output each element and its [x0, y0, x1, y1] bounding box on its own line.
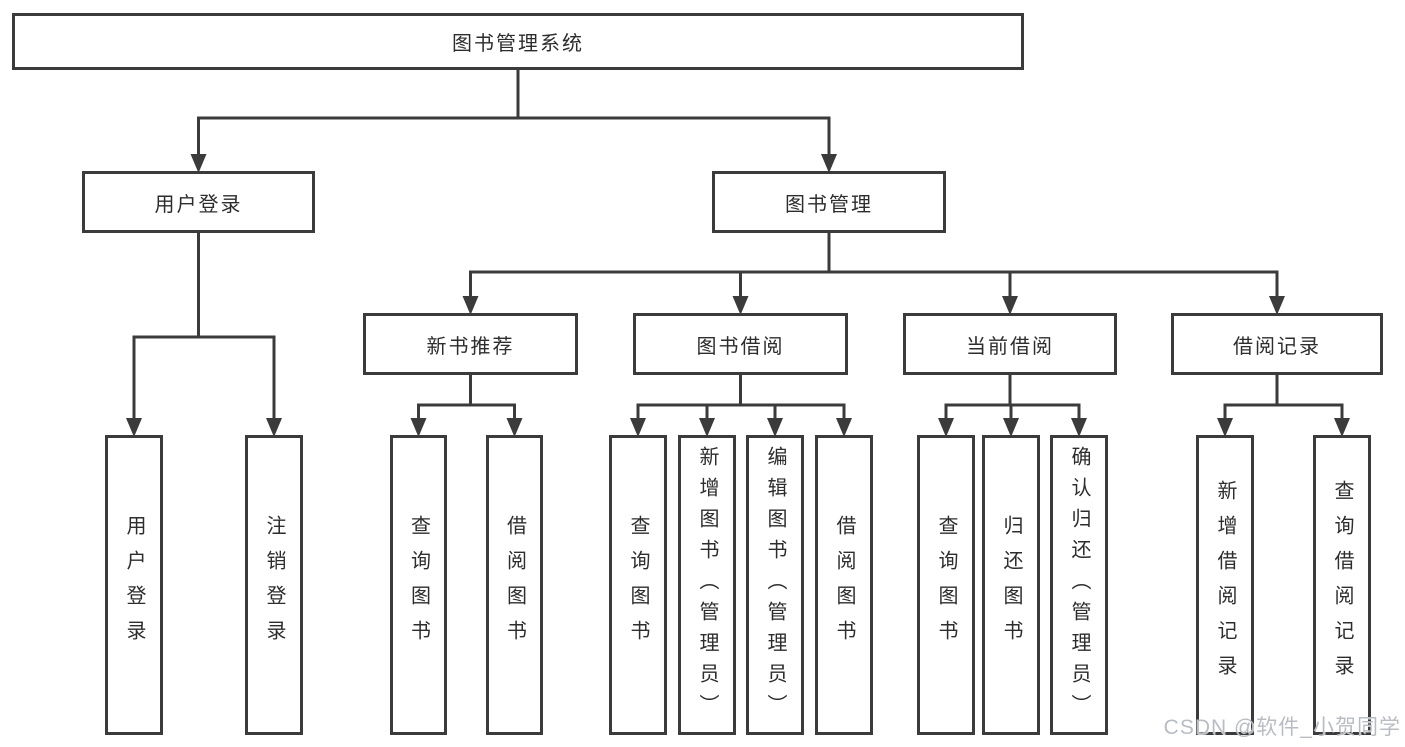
- node-leaf-borrow-book-2: 借阅图书: [815, 435, 873, 735]
- node-label: 查询借阅记录: [1331, 480, 1353, 690]
- arrowhead-icon: [1071, 418, 1087, 437]
- node-label: 查询图书: [935, 515, 957, 655]
- arrowhead-icon: [266, 418, 282, 437]
- arrowhead-icon: [732, 296, 749, 315]
- node-leaf-query-book-1: 查询图书: [390, 435, 447, 735]
- arrowhead-icon: [1002, 296, 1018, 315]
- node-label: 新增借阅记录: [1214, 480, 1236, 690]
- arrowhead-icon: [938, 418, 954, 437]
- node-leaf-return-book: 归还图书: [982, 435, 1040, 735]
- csdn-watermark: CSDN @软件_小贺同学: [1163, 716, 1401, 739]
- arrowhead-icon: [1269, 296, 1285, 315]
- node-current-borrow: 当前借阅: [903, 313, 1117, 375]
- node-label: 确认归还（管理员）: [1068, 445, 1090, 725]
- node-leaf-query-book-3: 查询图书: [917, 435, 975, 735]
- node-label: 借阅图书: [503, 515, 526, 655]
- node-borrow-records: 借阅记录: [1171, 313, 1383, 375]
- node-book-borrow: 图书借阅: [633, 313, 848, 375]
- node-book-mgmt: 图书管理: [712, 171, 946, 233]
- node-label: 用户登录: [123, 515, 145, 655]
- node-label: 借阅记录: [1233, 335, 1321, 358]
- node-leaf-user-login: 用户登录: [105, 435, 163, 735]
- node-leaf-edit-book: 编辑图书（管理员）: [746, 435, 804, 735]
- node-root: 图书管理系统: [12, 13, 1024, 70]
- arrowhead-icon: [821, 154, 837, 173]
- arrowhead-icon: [767, 418, 783, 437]
- arrowhead-icon: [506, 418, 523, 437]
- node-leaf-add-record: 新增借阅记录: [1196, 435, 1254, 735]
- node-leaf-query-book-2: 查询图书: [609, 435, 667, 735]
- node-label: 当前借阅: [966, 335, 1054, 358]
- arrowhead-icon: [410, 418, 427, 437]
- node-new-book-rec: 新书推荐: [363, 313, 578, 375]
- arrowhead-icon: [630, 418, 646, 437]
- arrowhead-icon: [462, 296, 479, 315]
- arrowhead-icon: [190, 154, 207, 173]
- node-label: 注销登录: [263, 515, 285, 655]
- node-label: 图书管理: [785, 193, 873, 216]
- arrowhead-icon: [126, 418, 142, 437]
- arrowhead-icon: [1003, 418, 1019, 437]
- node-label: 图书借阅: [696, 335, 785, 358]
- node-label: 查询图书: [627, 515, 649, 655]
- node-user-login: 用户登录: [82, 171, 315, 233]
- arrowhead-icon: [1334, 418, 1350, 437]
- node-label: 新书推荐: [426, 335, 515, 358]
- arrowhead-icon: [1217, 418, 1233, 437]
- node-label: 归还图书: [1000, 515, 1022, 655]
- node-leaf-add-book: 新增图书（管理员）: [678, 435, 736, 735]
- node-label: 借阅图书: [833, 515, 855, 655]
- node-label: 查询图书: [407, 515, 430, 655]
- node-leaf-borrow-book-1: 借阅图书: [486, 435, 543, 735]
- node-label: 用户登录: [154, 193, 243, 216]
- node-label: 图书管理系统: [452, 33, 584, 55]
- node-leaf-confirm-return: 确认归还（管理员）: [1050, 435, 1108, 735]
- arrowhead-icon: [699, 418, 715, 437]
- node-label: 新增图书（管理员）: [696, 445, 718, 725]
- node-leaf-query-record: 查询借阅记录: [1313, 435, 1371, 735]
- node-leaf-logout: 注销登录: [245, 435, 303, 735]
- node-label: 编辑图书（管理员）: [764, 445, 786, 725]
- arrowhead-icon: [836, 418, 852, 437]
